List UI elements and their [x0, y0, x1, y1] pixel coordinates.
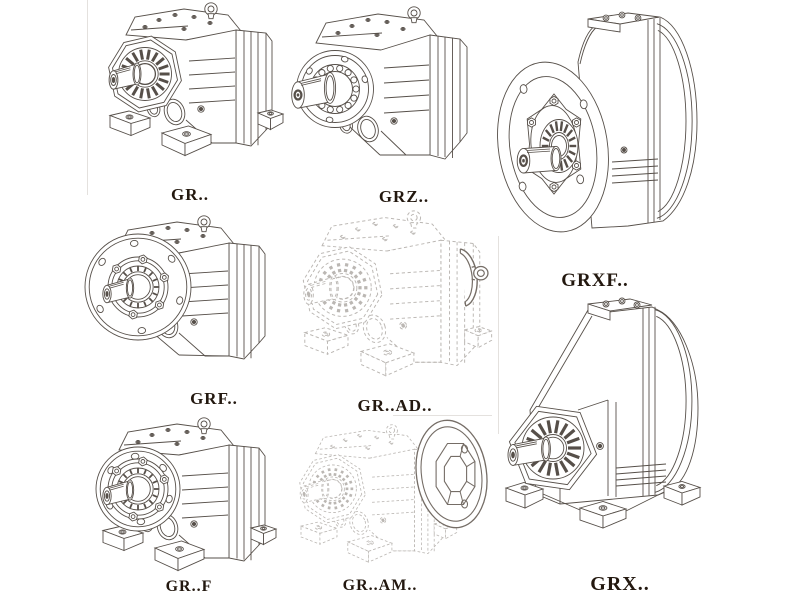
label-gr: GR..	[171, 185, 209, 204]
gearbox-gr-drawing	[109, 3, 283, 156]
label-gr-ad: GR..AD..	[357, 396, 433, 415]
table-grid-lines	[87, 0, 499, 434]
gearbox-grx-drawing	[504, 297, 702, 529]
label-grz: GRZ..	[378, 187, 430, 206]
gearbox-grxf-drawing	[497, 11, 698, 233]
gearbox-gr-am-drawing	[300, 419, 488, 562]
gearbox-grz-drawing	[291, 6, 468, 160]
gearbox-grf-drawing	[84, 215, 266, 360]
label-gr-f: GR..F	[165, 578, 213, 595]
label-grx: GRX..	[590, 573, 650, 595]
gearbox-gr-f-drawing	[95, 417, 277, 571]
label-grxf: GRXF..	[561, 270, 629, 291]
label-grf: GRF..	[190, 389, 238, 408]
gearbox-gr-ad-drawing	[303, 211, 491, 376]
label-gr-am: GR..AM..	[342, 577, 418, 594]
